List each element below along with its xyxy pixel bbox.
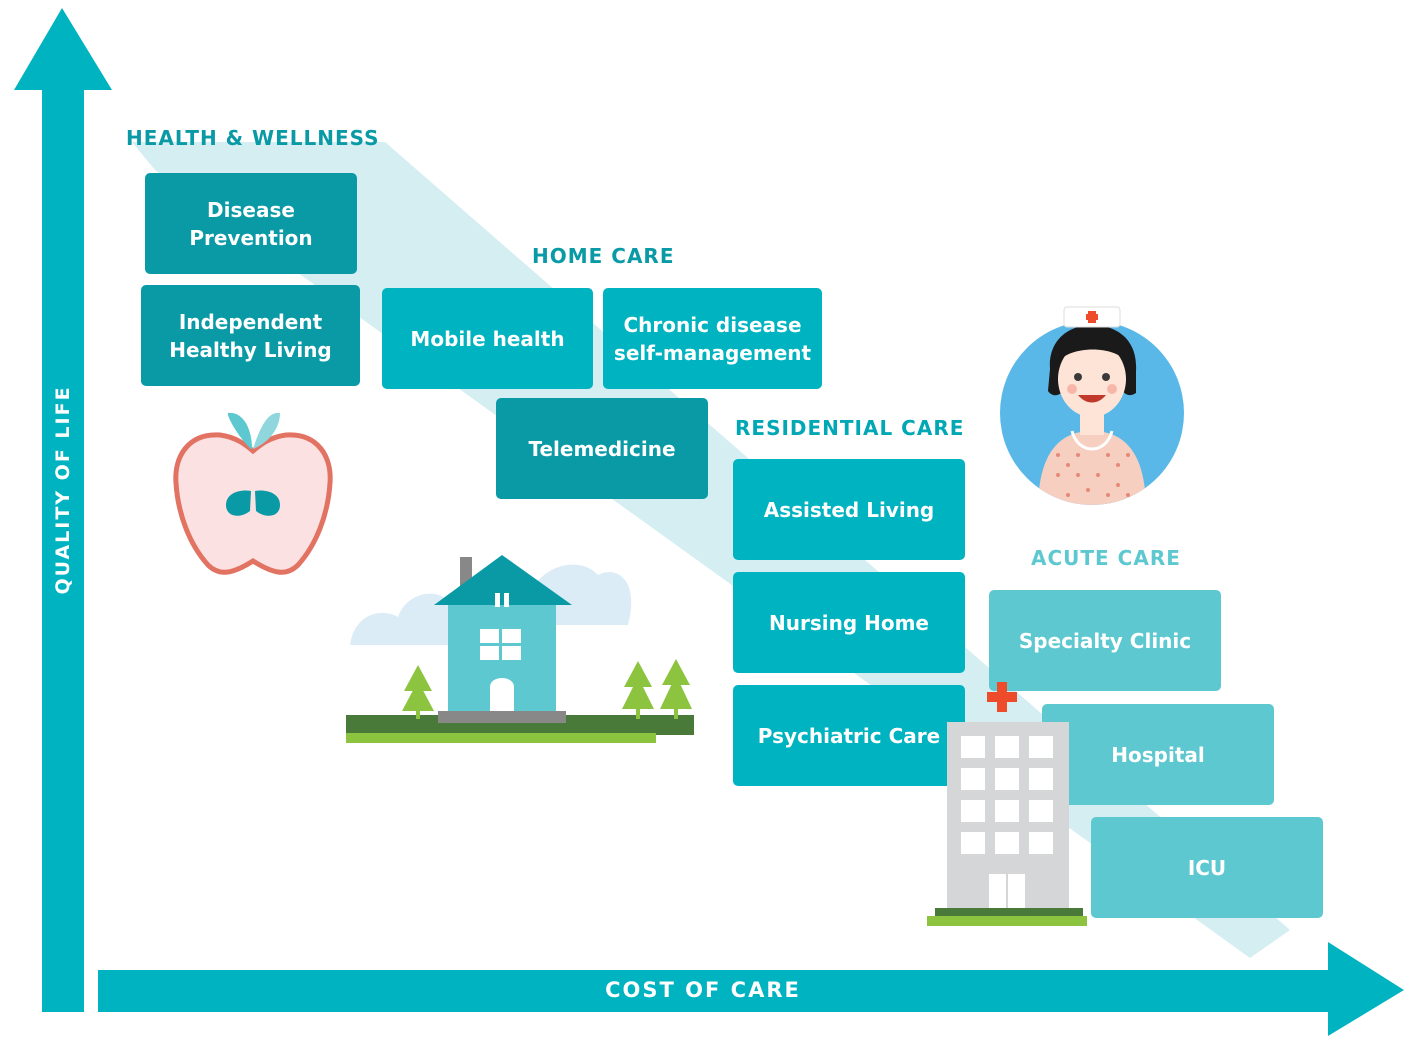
house-icon [346,555,694,743]
box-independent-living: Independent Healthy Living [141,285,360,386]
heading-residential-care: RESIDENTIAL CARE [735,416,965,440]
box-hospital: Hospital [1042,704,1274,805]
y-axis-label: QUALITY OF LIFE [52,385,74,595]
box-chronic-disease: Chronic disease self-management [603,288,822,389]
x-axis-arrow [98,942,1404,1036]
hospital-building-icon [927,682,1087,926]
y-axis-arrow [14,8,112,1012]
box-telemedicine: Telemedicine [496,398,708,499]
box-icu: ICU [1091,817,1323,918]
heading-acute-care: ACUTE CARE [1031,546,1181,570]
box-assisted-living: Assisted Living [733,459,965,560]
box-mobile-health: Mobile health [382,288,593,389]
box-nursing-home: Nursing Home [733,572,965,673]
heading-home-care: HOME CARE [532,244,675,268]
heading-health-wellness: HEALTH & WELLNESS [126,126,380,150]
nurse-avatar [1000,306,1184,505]
apple-icon [173,412,333,575]
box-specialty-clinic: Specialty Clinic [989,590,1221,691]
box-psychiatric-care: Psychiatric Care [733,685,965,786]
x-axis-label: COST OF CARE [605,978,801,1002]
box-disease-prevention: Disease Prevention [145,173,357,274]
